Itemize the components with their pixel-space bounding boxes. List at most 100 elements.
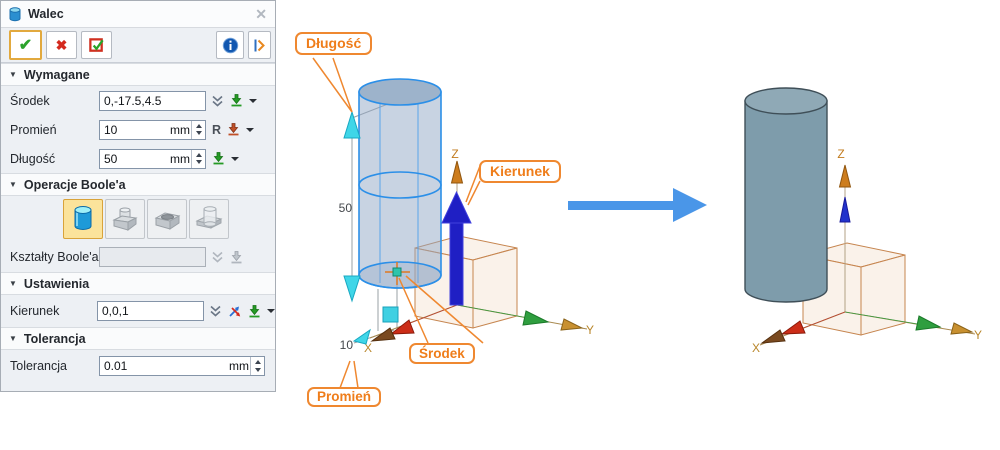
resume-input-icon[interactable] [229, 93, 244, 108]
promien-field[interactable]: mm [99, 119, 206, 140]
dropdown-caret-icon[interactable] [249, 98, 257, 103]
tolerancja-label: Tolerancja [10, 359, 67, 373]
resume-input-icon[interactable] [247, 304, 262, 319]
resume-input-icon[interactable] [211, 151, 226, 166]
section-label: Wymagane [23, 67, 90, 82]
tolerancja-input[interactable] [100, 359, 229, 373]
length-bottom-handle[interactable] [343, 275, 361, 303]
row-promien: Promień mm R [1, 115, 275, 144]
direction-arrow[interactable] [441, 190, 472, 306]
info-icon [222, 37, 238, 53]
row-kierunek: Kierunek [1, 295, 275, 327]
reference-toggle[interactable]: R [212, 122, 222, 137]
drag-handles[interactable] [343, 110, 399, 345]
row-ksztalty: Kształty Boole'a [1, 242, 275, 272]
dlugosc-label: Długość [10, 151, 56, 166]
collapse-triangle-icon: ▼ [9, 334, 17, 343]
spinner[interactable] [250, 357, 264, 375]
flip-direction-icon[interactable] [227, 304, 242, 319]
callout-pointers [312, 57, 484, 389]
section-header-ustawienia[interactable]: ▼ Ustawienia [1, 272, 275, 295]
x-axis-label: X [364, 341, 372, 355]
z-direction-blue-arrow [839, 196, 851, 223]
section-label: Ustawienia [23, 276, 90, 291]
section-label: Operacje Boole'a [23, 177, 126, 192]
unit-label: mm [170, 151, 190, 166]
datum-planes-result [802, 242, 906, 336]
bool-remove-icon [154, 212, 181, 230]
radius-handle[interactable] [352, 328, 371, 345]
apply-button[interactable] [81, 31, 112, 59]
resume-input-icon-active[interactable] [226, 122, 241, 137]
dlugosc-field[interactable]: mm [99, 148, 206, 169]
y-axis-gold-arrow [950, 322, 974, 335]
bool-intersect-button[interactable] [189, 199, 229, 239]
spinner[interactable] [191, 120, 205, 139]
panel-toggle-button[interactable] [248, 31, 271, 59]
ksztalty-label: Kształty Boole'a [10, 250, 99, 264]
axes-result: Z X Y [752, 147, 982, 355]
expand-chevron-icon-disabled [211, 250, 224, 264]
bool-remove-button[interactable] [147, 199, 187, 239]
y-axis-label: Y [974, 328, 982, 342]
x-axis-label: X [752, 341, 760, 355]
srodek-input[interactable] [100, 93, 205, 108]
cylinder-icon [9, 6, 21, 21]
cancel-button[interactable]: ✖ [46, 31, 77, 59]
ksztalty-field [99, 247, 206, 267]
length-top-handle[interactable] [343, 110, 361, 139]
section-header-tolerancja[interactable]: ▼ Tolerancja [1, 327, 275, 350]
tolerancja-field[interactable]: mm [99, 356, 265, 376]
apply-icon [89, 37, 104, 52]
result-viewport: Z X Y [744, 87, 982, 355]
collapse-triangle-icon: ▼ [9, 180, 17, 189]
z-axis-arrow [450, 160, 464, 184]
radius-dim-value: 10 [340, 338, 354, 352]
dlugosc-input[interactable] [100, 151, 170, 166]
cylinder-preview [358, 78, 442, 289]
row-dlugosc: Długość mm [1, 144, 275, 173]
boolean-buttons [1, 196, 275, 242]
spinner[interactable] [191, 149, 205, 168]
expand-chevron-icon[interactable] [211, 94, 224, 108]
dropdown-caret-icon[interactable] [246, 127, 255, 132]
y-axis-green-arrow [522, 310, 550, 326]
panel-toggle-icon [254, 39, 265, 51]
callout-length: Długość [295, 32, 373, 55]
dialog-title: Walec [28, 7, 64, 21]
z-axis-arrow [838, 164, 852, 188]
kierunek-field[interactable] [97, 301, 204, 321]
x-axis-red-arrow [780, 320, 806, 335]
promien-input[interactable] [100, 122, 170, 137]
kierunek-input[interactable] [98, 304, 203, 318]
move-handle[interactable] [382, 306, 399, 323]
preview-viewport: Z X Y 50 10 [312, 57, 594, 389]
bool-add-icon [112, 207, 138, 231]
expand-chevron-icon[interactable] [209, 304, 222, 318]
collapse-triangle-icon: ▼ [9, 70, 17, 79]
center-point-marker[interactable] [385, 262, 410, 285]
close-icon[interactable]: ✕ [255, 6, 267, 22]
section-header-wymagane[interactable]: ▼ Wymagane [1, 63, 275, 86]
bool-add-button[interactable] [105, 199, 145, 239]
x-axis-red-arrow [389, 319, 415, 335]
y-axis-green-arrow [915, 315, 942, 331]
cylinder-solid[interactable] [744, 87, 828, 303]
cylinder-dialog: Walec ✕ ✔ ✖ [0, 0, 276, 392]
bool-base-icon [74, 206, 92, 230]
dropdown-caret-icon[interactable] [267, 309, 275, 313]
bool-base-button[interactable] [63, 199, 103, 239]
cancel-icon: ✖ [55, 36, 68, 53]
kierunek-label: Kierunek [10, 304, 60, 318]
section-header-boole[interactable]: ▼ Operacje Boole'a [1, 173, 275, 196]
z-axis-label: Z [837, 147, 844, 161]
dropdown-caret-icon[interactable] [231, 156, 239, 161]
ksztalty-input [100, 250, 205, 264]
length-dim-value: 50 [339, 201, 353, 215]
srodek-field[interactable] [99, 90, 206, 111]
bool-intersect-icon [195, 206, 223, 229]
ok-button[interactable]: ✔ [9, 30, 42, 60]
info-button[interactable] [216, 31, 244, 59]
unit-label: mm [170, 122, 190, 137]
